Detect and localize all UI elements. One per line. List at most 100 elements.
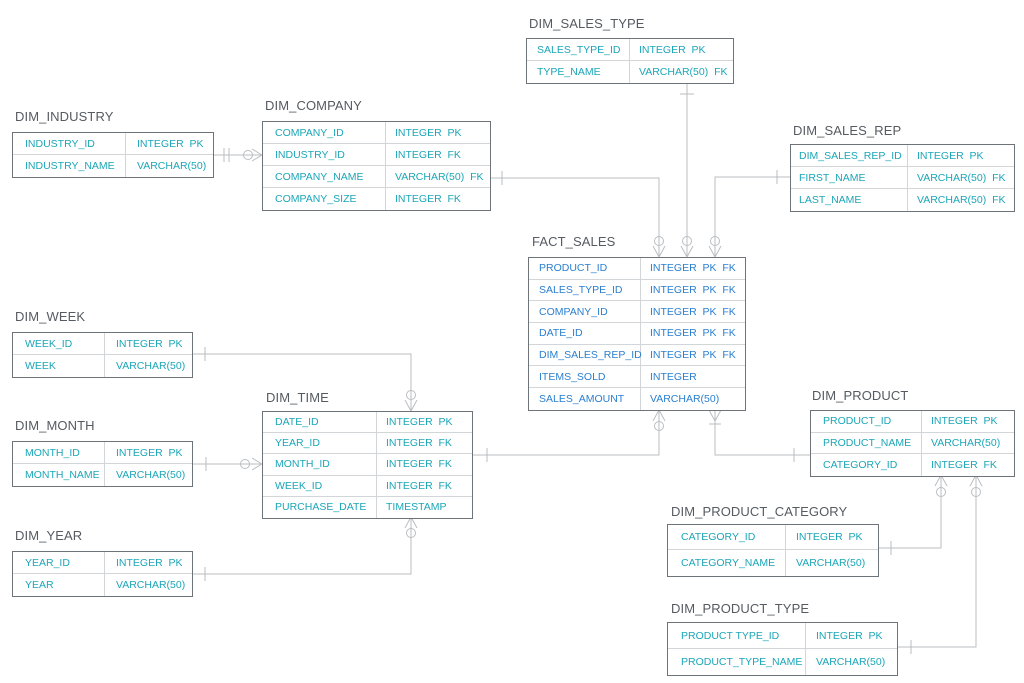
entity-dim-product-type: PRODUCT TYPE_ID INTEGER PK PRODUCT_TYPE_…: [667, 622, 898, 676]
field-type: INTEGER PK: [395, 126, 462, 139]
field-name: PRODUCT TYPE_ID: [681, 629, 780, 642]
entity-dim-sales-rep: DIM_SALES_REP_ID INTEGER PK FIRST_NAME V…: [790, 144, 1015, 212]
field-row: WEEK_ID INTEGER PK: [13, 333, 192, 355]
field-name: SALES_TYPE_ID: [537, 43, 621, 56]
field-name: CATEGORY_NAME: [681, 557, 776, 569]
field-row: DATE_ID INTEGER PK FK: [529, 323, 745, 345]
field-row: DATE_ID INTEGER PK: [263, 412, 472, 434]
field-row: INDUSTRY_ID INTEGER PK: [13, 133, 213, 155]
entity-title-dim-product-category: DIM_PRODUCT_CATEGORY: [671, 504, 848, 519]
field-row: LAST_NAME VARCHAR(50) FK: [791, 189, 1014, 211]
entity-dim-industry: INDUSTRY_ID INTEGER PK INDUSTRY_NAME VAR…: [12, 132, 214, 178]
field-type: VARCHAR(50): [931, 437, 1001, 450]
entity-title-dim-product-type: DIM_PRODUCT_TYPE: [671, 601, 810, 616]
field-type: INTEGER PK FK: [650, 305, 736, 318]
field-row: DIM_SALES_REP_ID INTEGER PK: [791, 145, 1014, 167]
field-type: INTEGER PK FK: [650, 349, 736, 362]
link-fact-product: [714, 410, 810, 456]
field-row: INDUSTRY_NAME VARCHAR(50): [13, 155, 213, 177]
field-type: VARCHAR(50): [816, 656, 886, 668]
field-type: VARCHAR(50): [137, 160, 207, 172]
link-company-fact: [491, 177, 660, 257]
field-name: SALES_TYPE_ID: [539, 284, 623, 297]
field-name: DATE_ID: [539, 327, 583, 340]
field-row: SALES_TYPE_ID INTEGER PK FK: [529, 280, 745, 302]
field-type: INTEGER PK: [116, 556, 183, 569]
field-name: CATEGORY_ID: [681, 531, 756, 543]
field-name: DATE_ID: [275, 416, 319, 429]
entity-dim-month: MONTH_ID INTEGER PK MONTH_NAME VARCHAR(5…: [12, 441, 193, 487]
field-row: INDUSTRY_ID INTEGER FK: [263, 144, 490, 166]
field-row: CATEGORY_NAME VARCHAR(50): [668, 550, 878, 576]
field-type: INTEGER FK: [386, 437, 452, 450]
field-row: PRODUCT_TYPE_NAME VARCHAR(50): [668, 649, 897, 675]
field-row: SALES_AMOUNT VARCHAR(50): [529, 388, 745, 410]
field-row: CATEGORY_ID INTEGER PK: [668, 525, 878, 550]
field-name: LAST_NAME: [799, 194, 862, 206]
entity-title-dim-time: DIM_TIME: [266, 390, 329, 405]
entity-title-dim-product: DIM_PRODUCT: [812, 388, 909, 403]
field-type: VARCHAR(50) FK: [395, 170, 484, 183]
entity-dim-week: WEEK_ID INTEGER PK WEEK VARCHAR(50): [12, 332, 193, 378]
link-salesrep-fact: [714, 176, 790, 257]
entity-title-dim-company: DIM_COMPANY: [265, 98, 362, 113]
field-row: PRODUCT_ID INTEGER PK: [811, 411, 1014, 433]
field-type: INTEGER PK: [386, 416, 453, 429]
field-type: VARCHAR(50): [650, 392, 720, 405]
entity-title-dim-industry: DIM_INDUSTRY: [15, 109, 114, 124]
field-type: VARCHAR(50) FK: [917, 194, 1006, 206]
field-name: DIM_SALES_REP_ID: [799, 149, 902, 162]
field-type: INTEGER: [650, 370, 697, 383]
field-type: INTEGER PK: [796, 531, 863, 543]
entity-title-dim-year: DIM_YEAR: [15, 528, 83, 543]
field-row: PRODUCT_NAME VARCHAR(50): [811, 433, 1014, 455]
entity-title-dim-sales-type: DIM_SALES_TYPE: [529, 16, 645, 31]
field-type: VARCHAR(50): [116, 579, 186, 591]
field-row: COMPANY_ID INTEGER PK FK: [529, 301, 745, 324]
field-name: MONTH_ID: [275, 458, 330, 471]
field-row: YEAR VARCHAR(50): [13, 574, 192, 596]
field-type: INTEGER PK: [931, 415, 998, 428]
field-type: INTEGER PK: [116, 446, 183, 459]
field-name: PRODUCT_ID: [823, 415, 892, 428]
field-name: COMPANY_NAME: [275, 170, 364, 183]
field-type: VARCHAR(50) FK: [917, 171, 1006, 184]
field-row: COMPANY_ID INTEGER PK: [263, 122, 490, 144]
entity-dim-sales-type: SALES_TYPE_ID INTEGER PK TYPE_NAME VARCH…: [526, 38, 734, 84]
entity-dim-time: DATE_ID INTEGER PK YEAR_ID INTEGER FK MO…: [262, 411, 473, 519]
field-type: INTEGER FK: [931, 459, 997, 472]
field-row: MONTH_NAME VARCHAR(50): [13, 464, 192, 486]
field-row: MONTH_ID INTEGER PK: [13, 442, 192, 464]
field-type: INTEGER PK: [639, 43, 706, 56]
field-name: COMPANY_ID: [275, 126, 344, 139]
link-week-time: [193, 353, 412, 411]
field-name: YEAR: [25, 579, 54, 591]
link-product-type: [898, 475, 977, 648]
entity-title-dim-month: DIM_MONTH: [15, 418, 95, 433]
link-fact-time: [473, 410, 660, 456]
field-type: INTEGER FK: [386, 479, 452, 492]
field-name: WEEK_ID: [275, 479, 323, 492]
field-row: SALES_TYPE_ID INTEGER PK: [527, 39, 733, 61]
field-type: VARCHAR(50): [116, 360, 186, 372]
field-name: YEAR_ID: [25, 556, 70, 569]
field-type: INTEGER PK: [137, 137, 204, 150]
field-type: INTEGER PK FK: [650, 262, 736, 275]
field-name: PRODUCT_ID: [539, 262, 608, 275]
entity-title-dim-sales-rep: DIM_SALES_REP: [793, 123, 902, 138]
field-row: YEAR_ID INTEGER PK: [13, 552, 192, 574]
field-name: SALES_AMOUNT: [539, 392, 625, 405]
field-name: MONTH_NAME: [25, 469, 100, 481]
field-row: PRODUCT_ID INTEGER PK FK: [529, 258, 745, 280]
field-name: PURCHASE_DATE: [275, 501, 367, 514]
field-type: TIMESTAMP: [386, 501, 447, 514]
field-type: INTEGER PK: [116, 337, 183, 350]
entity-fact-sales: PRODUCT_ID INTEGER PK FK SALES_TYPE_ID I…: [528, 257, 746, 411]
field-name: FIRST_NAME: [799, 171, 866, 184]
field-row: WEEK VARCHAR(50): [13, 355, 192, 377]
field-type: VARCHAR(50): [116, 469, 186, 481]
field-name: INDUSTRY_ID: [25, 137, 95, 150]
field-row: COMPANY_SIZE INTEGER FK: [263, 188, 490, 210]
field-name: WEEK: [25, 360, 56, 372]
